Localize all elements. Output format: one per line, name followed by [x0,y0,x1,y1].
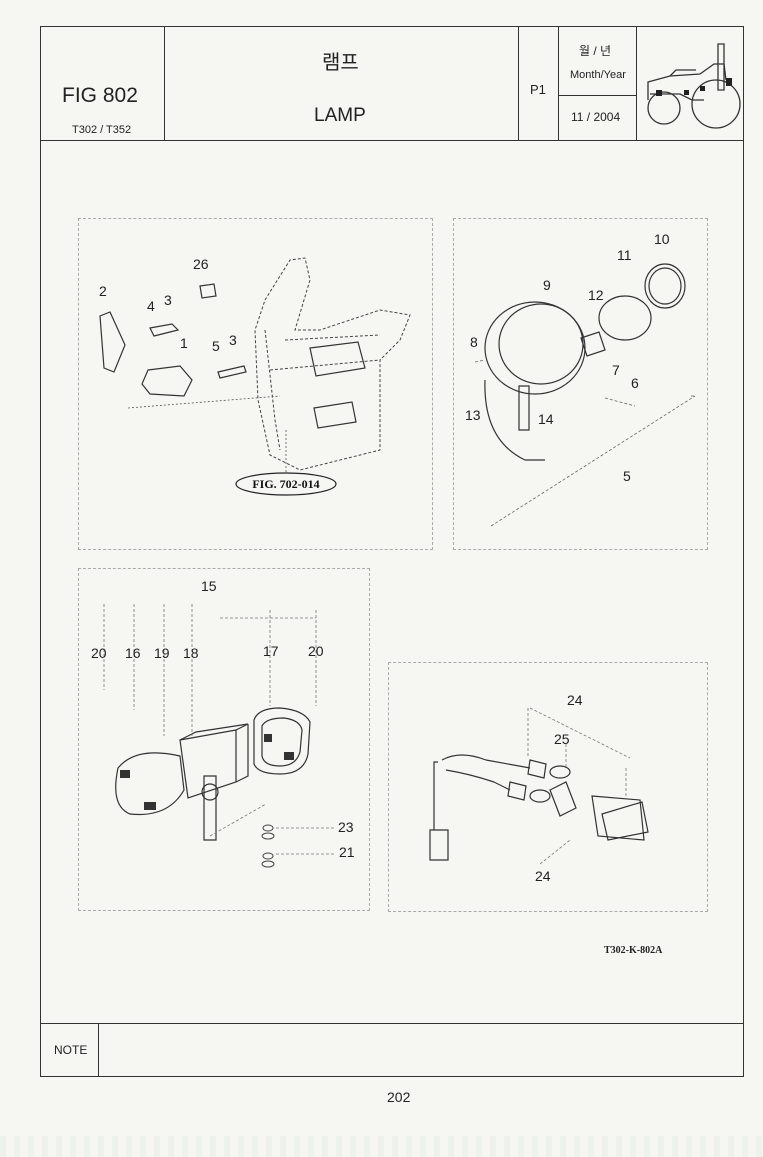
fig-label: FIG 802 [62,84,138,107]
head-lamp-illustration [474,263,696,527]
callout-16: 16 [125,645,141,661]
callout-1: 1 [180,335,188,351]
rear-lamp-illustration [103,604,336,868]
callout-11: 11 [617,247,632,263]
model-label: T302 / T352 [72,124,132,136]
drawing-code: T302-K-802A [604,945,663,956]
header-divider-2 [518,26,519,140]
callout-7: 7 [612,362,620,378]
header-divider-4 [636,26,637,140]
front-grille-illustration: FIG. 702-014 [99,257,411,496]
date-label-korean: 월 / 년 [579,44,612,58]
panel-rear-combination-lamp [78,568,370,911]
callout-24: 24 [535,868,551,884]
callout-26: 26 [193,256,209,272]
panel-head-lamp-assembly [453,218,708,550]
callout-4b: 5 [212,338,220,354]
callout-5: 5 [623,468,631,484]
callout-20b: 20 [308,643,324,659]
callout-21: 21 [339,844,355,860]
title-english: LAMP [314,105,366,126]
tractor-thumbnail [647,43,741,129]
page-code: P1 [530,82,546,97]
callout-18: 18 [183,645,199,661]
callout-20: 20 [91,645,107,661]
callout-17: 17 [263,643,279,659]
page-frame [40,26,744,1077]
panel-license-lamp-harness [388,662,708,912]
callout-3: 3 [164,292,172,308]
callout-3b: 3 [229,332,237,348]
callout-25: 25 [554,731,570,747]
note-top-rule [40,1023,744,1024]
callout-9: 9 [543,277,551,293]
header-divider-3 [558,26,559,140]
note-label: NOTE [54,1043,88,1057]
callout-4: 4 [147,298,155,314]
date-value: 11 / 2004 [571,110,621,124]
header-bottom-rule [40,140,744,141]
callout-10: 10 [654,231,670,247]
callout-8: 8 [470,334,478,350]
title-korean: 램프 [322,52,359,74]
callout-13: 13 [465,407,481,423]
license-lamp-illustration [429,707,649,865]
callout-6: 6 [631,375,639,391]
date-label-english: Month/Year [570,69,626,81]
callout-14: 14 [538,411,554,427]
header-divider-1 [164,26,165,140]
date-cell-rule [558,95,636,96]
page-number: 202 [387,1089,411,1105]
callout-2: 2 [99,283,107,299]
callout-12: 12 [588,287,604,303]
callout-23: 24 [567,692,583,708]
callout-15: 15 [201,578,217,594]
panel-front-head-lamp [78,218,433,550]
callout-22: 23 [338,819,354,835]
scan-edge [0,1136,763,1157]
figure-reference-label: FIG. 702-014 [252,477,319,491]
note-divider [98,1023,99,1077]
callout-19: 19 [154,645,170,661]
